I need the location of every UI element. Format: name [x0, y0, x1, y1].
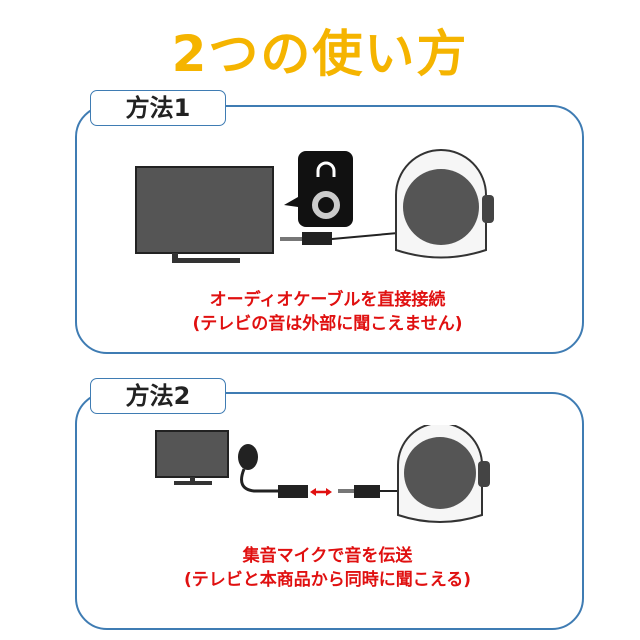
mic-plug-icon — [278, 485, 308, 498]
tv-icon — [155, 430, 229, 485]
page-title: 2つの使い方 — [171, 25, 469, 83]
method-1-label: 方法1 — [90, 90, 226, 126]
method-1-caption-line-2: (テレビの音は外部に聞こえません) — [192, 314, 463, 334]
method-2-caption-line-1: 集音マイクで音を伝送 — [242, 546, 413, 566]
speaker-icon — [395, 149, 494, 259]
double-arrow-icon — [310, 488, 332, 496]
method-1-caption-line-1: オーディオケーブルを直接接続 — [209, 290, 446, 310]
method-2-label: 方法2 — [90, 378, 226, 414]
microphone-icon — [238, 444, 279, 493]
method-1-caption: オーディオケーブルを直接接続 (テレビの音は外部に聞こえません) — [75, 288, 580, 336]
speaker-cable-icon — [338, 485, 400, 498]
method-1-illustration — [135, 149, 494, 263]
headphone-jack-icon — [284, 151, 353, 227]
method-2-illustration — [155, 425, 490, 523]
speaker-icon — [397, 425, 490, 523]
audio-cable-icon — [280, 232, 399, 245]
method-2-caption: 集音マイクで音を伝送 (テレビと本商品から同時に聞こえる) — [75, 544, 580, 592]
tv-icon — [135, 166, 274, 263]
method-2-caption-line-2: (テレビと本商品から同時に聞こえる) — [183, 570, 472, 590]
